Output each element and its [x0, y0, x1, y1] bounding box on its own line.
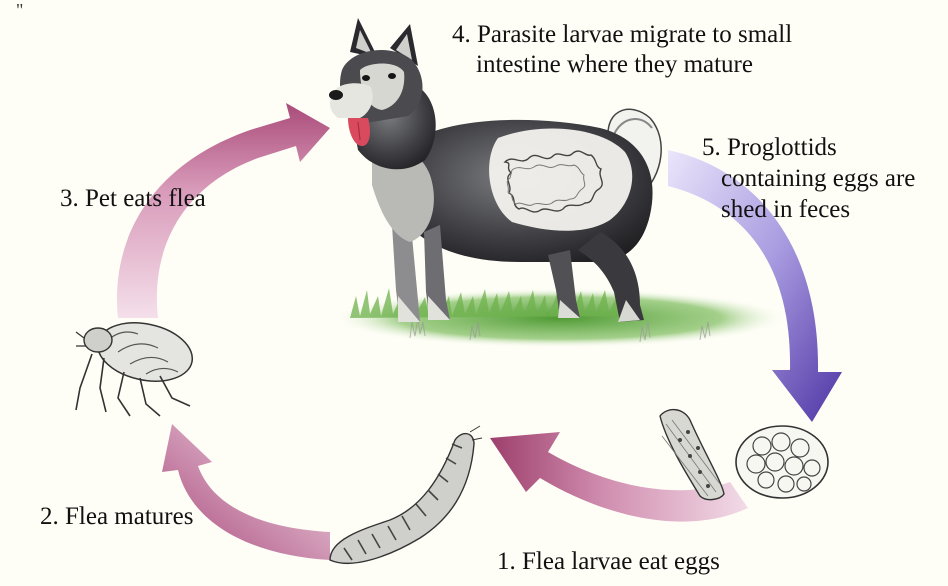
- flea-illustration: [76, 315, 198, 416]
- proglottid-illustration: [660, 410, 724, 500]
- step2-label: 2. Flea matures: [40, 502, 193, 531]
- corner-mark: ": [16, 0, 24, 21]
- step5-label-line1: 5. Proglottids: [702, 133, 837, 162]
- step3-label: 3. Pet eats flea: [60, 184, 206, 213]
- flea-larva-illustration: [330, 426, 482, 563]
- step5-label-line2: containing eggs are: [721, 164, 915, 193]
- step4-label-line1: 4. Parasite larvae migrate to small: [452, 20, 792, 49]
- step5-label-line3: shed in feces: [721, 195, 850, 224]
- step1-label: 1. Flea larvae eat eggs: [497, 547, 720, 576]
- arrow-flea-matures: [162, 424, 330, 560]
- egg-packet-illustration: [736, 426, 828, 498]
- step4-label-line2: intestine where they mature: [476, 50, 753, 79]
